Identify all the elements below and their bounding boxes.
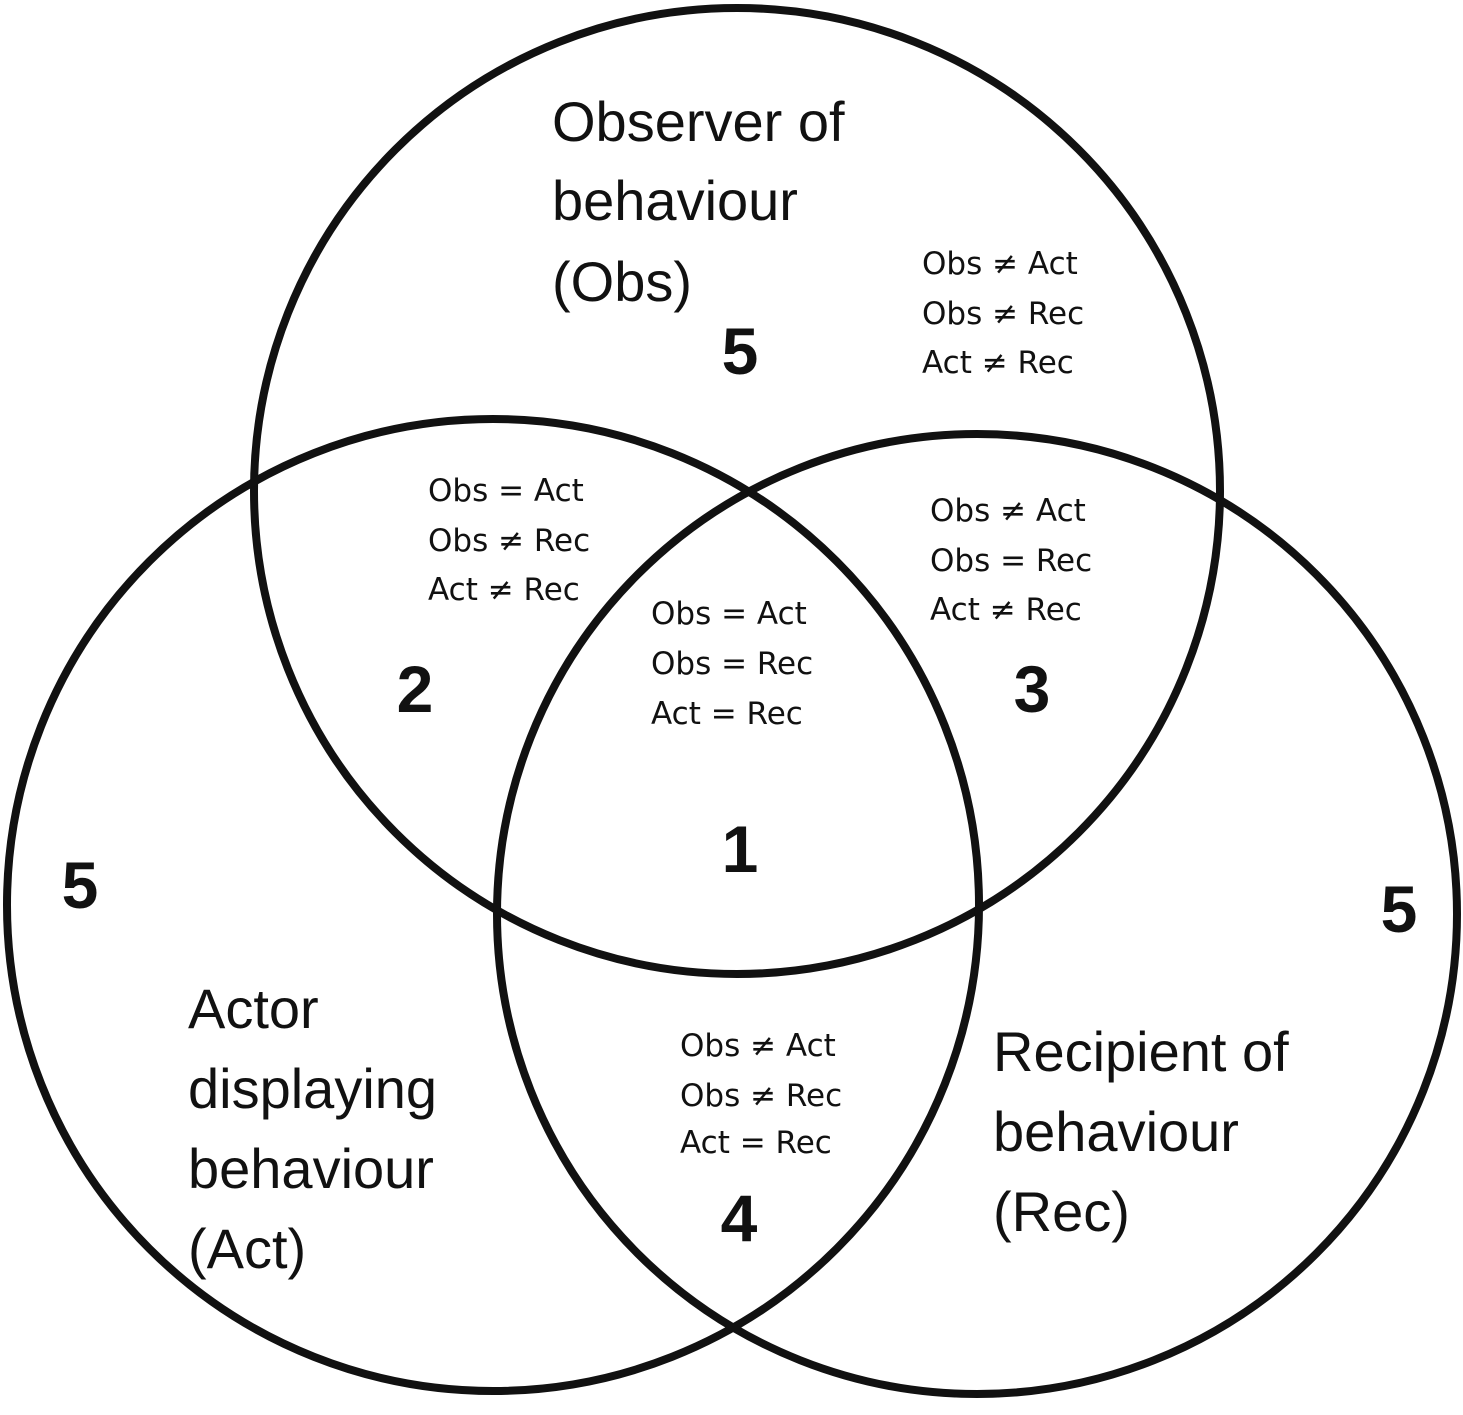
region-act-rec-number: 4 [721, 1181, 758, 1255]
actor-title-line: (Act) [188, 1217, 306, 1280]
actor-title-line: displaying [188, 1057, 437, 1120]
rule-line: Obs = Act [651, 596, 807, 632]
region-center-rules: Obs = Act Obs = Rec Act = Rec [651, 596, 823, 732]
rule-line: Obs ≠ Rec [680, 1078, 842, 1114]
rule-line: Obs ≠ Rec [922, 296, 1084, 332]
region-obs-rec-rules: Obs ≠ Act Obs = Rec Act ≠ Rec [930, 493, 1102, 628]
rule-line: Act ≠ Rec [930, 592, 1082, 628]
actor-title-line: Actor [188, 977, 319, 1040]
observer-title-line: Observer of [552, 90, 845, 153]
region-obs-only-number: 5 [722, 314, 759, 388]
rule-line: Act = Rec [651, 696, 803, 732]
recipient-title: Recipient of behaviour (Rec) [993, 1020, 1304, 1243]
recipient-title-line: (Rec) [993, 1180, 1130, 1243]
rule-line: Obs ≠ Act [680, 1028, 836, 1064]
rule-line: Obs ≠ Act [922, 246, 1078, 282]
rule-line: Act ≠ Rec [922, 345, 1074, 381]
rule-line: Obs ≠ Rec [428, 523, 590, 559]
observer-title-line: (Obs) [552, 250, 692, 313]
region-center-number: 1 [722, 812, 759, 886]
region-obs-act-rules: Obs = Act Obs ≠ Rec Act ≠ Rec [428, 473, 600, 608]
observer-title-line: behaviour [552, 169, 798, 232]
observer-title: Observer of behaviour (Obs) [552, 90, 860, 313]
rule-line: Obs = Act [428, 473, 584, 509]
region-obs-act-number: 2 [397, 652, 434, 726]
observer-circle [250, 4, 1224, 978]
recipient-circle [493, 430, 1461, 1398]
rule-line: Act ≠ Rec [428, 572, 580, 608]
recipient-title-line: behaviour [993, 1100, 1239, 1163]
rule-line: Act = Rec [680, 1125, 832, 1161]
region-rec-only-number: 5 [1381, 872, 1418, 946]
region-act-rec-rules: Obs ≠ Act Obs ≠ Rec Act = Rec [680, 1028, 852, 1161]
actor-title: Actor displaying behaviour (Act) [188, 977, 453, 1280]
region-act-only-number: 5 [62, 848, 99, 922]
region-obs-rec-number: 3 [1014, 652, 1051, 726]
recipient-title-line: Recipient of [993, 1020, 1289, 1083]
rule-line: Obs = Rec [930, 543, 1092, 579]
rule-line: Obs = Rec [651, 646, 813, 682]
actor-title-line: behaviour [188, 1137, 434, 1200]
actor-circle [3, 415, 983, 1395]
rule-line: Obs ≠ Act [930, 493, 1086, 529]
region-obs-only-rules: Obs ≠ Act Obs ≠ Rec Act ≠ Rec [922, 246, 1094, 381]
